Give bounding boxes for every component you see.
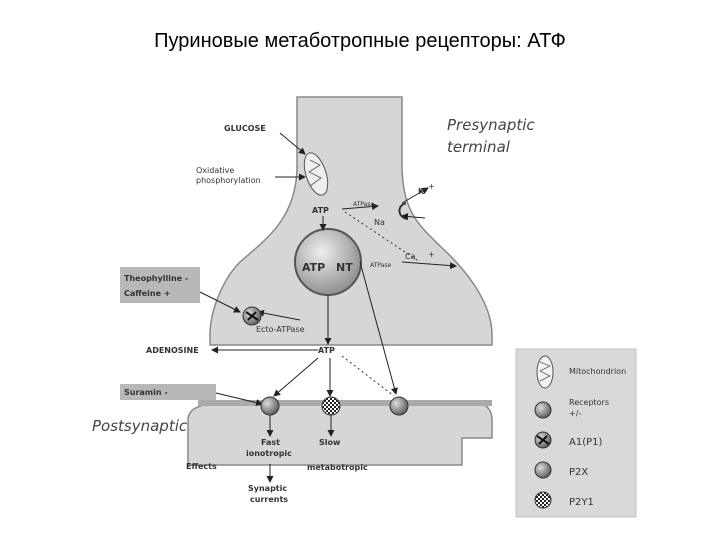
arrow-na — [401, 213, 426, 221]
postsynaptic-membrane — [198, 400, 492, 406]
dotted-to-right — [341, 355, 395, 397]
ecto-atpase-label: Ecto-ATPase — [256, 325, 305, 334]
synaptic-label-2: currents — [250, 495, 288, 504]
arrow-vesicle-right — [359, 261, 398, 395]
adenosine-label: ADENOSINE — [146, 346, 199, 355]
arrow-ca — [401, 261, 457, 270]
legend-a1-mark — [536, 435, 550, 445]
mitochondrion-icon — [303, 152, 329, 196]
theophylline-box — [120, 267, 200, 303]
suramin-box — [120, 384, 216, 400]
arrow-k — [401, 187, 429, 204]
presynaptic-label-1: Presynaptic — [447, 116, 535, 134]
theophylline-label: Theophylline - — [124, 274, 188, 283]
oxidative-label-2: phosphorylation — [196, 176, 261, 185]
k-ion-label: K — [418, 187, 425, 196]
synaptic-label-1: Synaptic — [248, 484, 287, 493]
legend-receptors-label-2: +/- — [569, 409, 581, 418]
legend-p2y1-label: P2Y1 — [569, 497, 594, 508]
caffeine-label: Caffeine + — [124, 289, 171, 298]
glucose-label: GLUCOSE — [224, 124, 266, 133]
fast-label-1: Fast — [261, 438, 280, 447]
slow-label-1: Slow — [319, 438, 341, 447]
receptor-p2y-icon — [321, 396, 341, 416]
postsynaptic-label: Postsynaptic — [92, 417, 188, 435]
legend-mitochondrion-icon — [536, 355, 554, 389]
legend-panel — [515, 348, 637, 518]
vesicle-nt-label: NT — [336, 261, 353, 274]
mitochondrion-crista — [308, 159, 322, 187]
fast-label-2: ionotropic — [246, 449, 292, 458]
arrow-ecto — [257, 309, 301, 321]
dotted-atp-link — [344, 211, 421, 263]
arrow-theophylline — [199, 291, 241, 313]
legend-p2x-icon — [534, 461, 552, 479]
slow-label-2: metabotropic — [307, 463, 368, 472]
receptor-a1-mark — [245, 311, 259, 321]
postsynaptic-cell — [187, 403, 493, 466]
atpase-label-mid: ATPase — [370, 262, 391, 269]
atpase-label-top: ATPase — [353, 201, 374, 208]
vesicle-atp-label: ATP — [302, 261, 325, 274]
legend-receptor-icon — [534, 401, 552, 419]
legend-mitochondrion-crista — [539, 361, 551, 382]
legend-p2y1-icon — [534, 491, 552, 509]
receptor-right-icon — [389, 396, 409, 416]
na-ion-label: Na — [374, 218, 385, 227]
receptor-p2x-icon — [260, 396, 280, 416]
k-ion-sign: + — [428, 182, 435, 191]
effects-label: Effects — [186, 462, 217, 471]
arrow-to-p2x — [273, 357, 319, 397]
arrow-atp-atpase — [341, 203, 379, 210]
legend-mitochondrion-label: Mitochondrion — [569, 367, 626, 376]
arrow-suramin — [215, 392, 263, 407]
presynaptic-label-2: terminal — [447, 138, 511, 156]
presynaptic-terminal — [209, 96, 493, 346]
legend-p2x-label: P2X — [569, 467, 588, 478]
atp-label-top: ATP — [312, 206, 329, 215]
vesicle-outline — [342, 233, 357, 263]
legend-receptors-label-1: Receptors — [569, 398, 609, 407]
ca-ion-label: Ca — [405, 252, 416, 261]
ca-ion-sign: + — [428, 250, 435, 259]
arrow-glucose — [279, 132, 306, 155]
atp-release-label: ATP — [318, 346, 335, 355]
oxidative-label-1: Oxidative — [196, 166, 234, 175]
legend-a1-label: A1(P1) — [569, 437, 602, 448]
suramin-label: Suramin - — [124, 388, 168, 397]
slide-title: Пуриновые метаботропные рецепторы: АТФ — [154, 30, 566, 52]
